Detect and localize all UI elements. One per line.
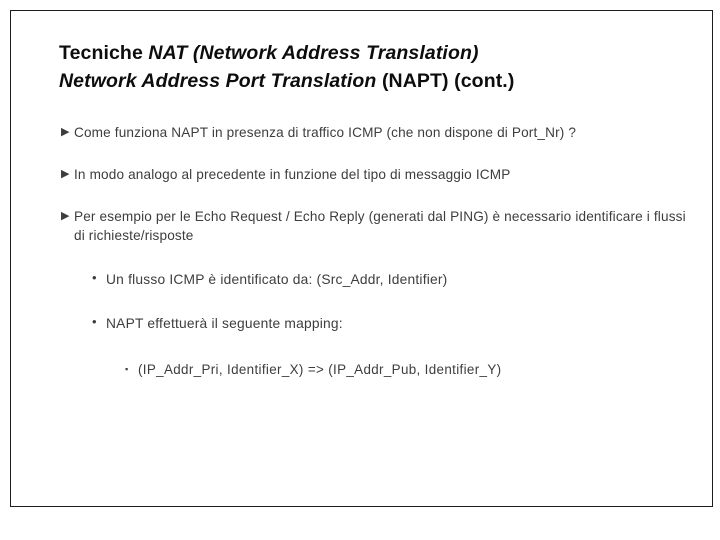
bullet-text: NAPT effettuerà il seguente mapping: bbox=[106, 316, 343, 331]
bullet-item: • Un flusso ICMP è identificato da: (Src… bbox=[92, 270, 689, 289]
bullet-item: ▶ Come funziona NAPT in presenza di traf… bbox=[59, 123, 689, 142]
dot-bullet-icon: • bbox=[92, 314, 97, 329]
slide-frame: Tecniche NAT (Network Address Translatio… bbox=[10, 10, 713, 507]
triangle-bullet-icon: ▶ bbox=[61, 168, 70, 180]
bullet-spacer bbox=[59, 259, 689, 270]
title-line-2-italic: Network Address Port Translation bbox=[59, 70, 377, 92]
bullet-text: (IP_Addr_Pri, Identifier_X) => (IP_Addr_… bbox=[138, 362, 502, 377]
slide-body: ▶ Come funziona NAPT in presenza di traf… bbox=[59, 123, 689, 389]
bullet-spacer bbox=[59, 349, 689, 360]
bullet-spacer bbox=[59, 156, 689, 165]
title-line-1-italic: NAT (Network Address Translation) bbox=[148, 42, 479, 64]
bullet-text: Un flusso ICMP è identificato da: (Src_A… bbox=[106, 272, 448, 287]
bullet-item: ▶ Per esempio per le Echo Request / Echo… bbox=[59, 207, 689, 245]
title-line-2: Network Address Port Translation (NAPT) … bbox=[59, 67, 679, 95]
bullet-spacer bbox=[59, 198, 689, 207]
title-line-1: Tecniche NAT (Network Address Translatio… bbox=[59, 39, 679, 67]
bullet-spacer bbox=[59, 305, 689, 314]
triangle-bullet-icon: ▶ bbox=[61, 210, 70, 222]
title-line-2-plain: (NAPT) (cont.) bbox=[376, 70, 515, 92]
square-bullet-icon: ▪ bbox=[125, 364, 129, 374]
bullet-item: ▪ (IP_Addr_Pri, Identifier_X) => (IP_Add… bbox=[125, 360, 689, 379]
dot-bullet-icon: • bbox=[92, 270, 97, 285]
bullet-item: ▶ In modo analogo al precedente in funzi… bbox=[59, 165, 689, 184]
slide-title: Tecniche NAT (Network Address Translatio… bbox=[59, 39, 679, 95]
bullet-item: • NAPT effettuerà il seguente mapping: bbox=[92, 314, 689, 333]
bullet-text: In modo analogo al precedente in funzion… bbox=[74, 167, 511, 182]
bullet-text: Come funziona NAPT in presenza di traffi… bbox=[74, 125, 577, 140]
title-line-1-plain: Tecniche bbox=[59, 42, 149, 64]
triangle-bullet-icon: ▶ bbox=[61, 126, 70, 138]
bullet-text: Per esempio per le Echo Request / Echo R… bbox=[74, 209, 686, 243]
